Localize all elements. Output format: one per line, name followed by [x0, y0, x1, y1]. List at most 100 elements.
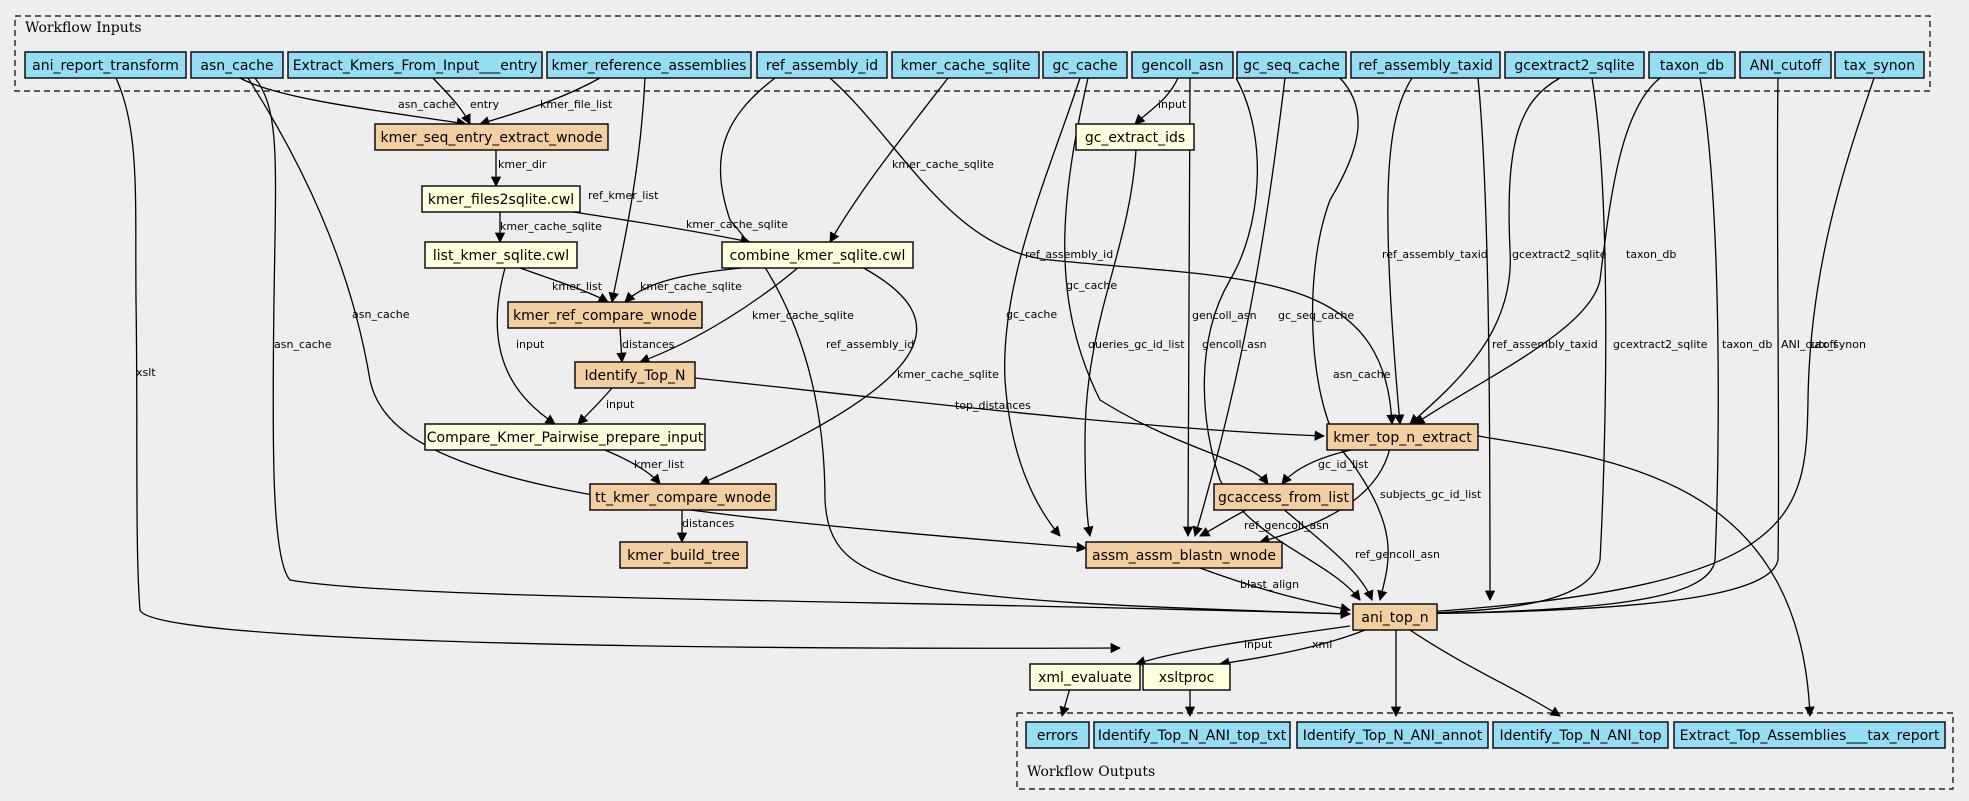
node-label: combine_kmer_sqlite.cwl	[730, 248, 906, 264]
node-ani-top-n[interactable]: ani_top_n	[1352, 603, 1438, 631]
node-kmer-reference-assemblies[interactable]: kmer_reference_assemblies	[546, 51, 752, 79]
node-ref-assembly-id[interactable]: ref_assembly_id	[756, 51, 888, 79]
workflow-outputs-label: Workflow Outputs	[1027, 764, 1155, 780]
edge-label: gc_id_list	[1318, 458, 1369, 471]
edge-label: kmer_list	[552, 280, 603, 293]
edge-gencoll-gc-extract	[1134, 77, 1179, 125]
node-box	[1131, 51, 1234, 79]
node-box	[1350, 51, 1501, 79]
node-gcextract2-sqlite[interactable]: gcextract2_sqlite	[1504, 51, 1645, 79]
edge-xslt	[115, 77, 1122, 654]
edge-asn-cache-seq-entry	[239, 77, 468, 128]
edge-ref-taxid-topn	[1387, 77, 1413, 426]
edge-ref-assembly-id-ani	[719, 77, 1352, 619]
node-taxon-db[interactable]: taxon_db	[1648, 51, 1736, 79]
node-extract-kmers-entry[interactable]: Extract_Kmers_From_Input___entry	[287, 51, 543, 79]
node-box	[1093, 721, 1291, 749]
node-out-ani-annot[interactable]: Identify_Top_N_ANI_annot	[1296, 721, 1489, 749]
node-box	[1739, 51, 1832, 79]
edge-label: top_distances	[955, 399, 1031, 412]
node-list-kmer-sqlite[interactable]: list_kmer_sqlite.cwl	[424, 241, 578, 269]
node-box	[1504, 51, 1645, 79]
node-kmer-cache-sqlite[interactable]: kmer_cache_sqlite	[891, 51, 1040, 79]
edge-ref-assembly-id-topn	[829, 77, 1397, 426]
edge-label: ref_assembly_taxid	[1492, 338, 1598, 351]
node-combine-kmer-sqlite[interactable]: combine_kmer_sqlite.cwl	[721, 241, 914, 269]
node-label: tax_synon	[1844, 58, 1915, 74]
edge-label: gc_cache	[1066, 279, 1117, 292]
node-box	[1648, 51, 1736, 79]
node-box	[619, 541, 748, 569]
edge-label: ref_assembly_id	[1025, 248, 1113, 261]
node-gc-cache[interactable]: gc_cache	[1042, 51, 1128, 79]
node-ani-report-transform[interactable]: ani_report_transform	[24, 51, 187, 79]
node-label: ref_assembly_taxid	[1358, 58, 1493, 74]
node-box	[287, 51, 543, 79]
node-box	[1296, 721, 1489, 749]
node-label: Extract_Top_Assemblies___tax_report	[1680, 728, 1940, 744]
node-label: gc_extract_ids	[1085, 130, 1185, 146]
edge-label: asn_cache	[274, 338, 332, 351]
node-ani-cutoff[interactable]: ANI_cutoff	[1739, 51, 1832, 79]
edge-gcextract-ani	[1393, 77, 1607, 620]
node-label: kmer_ref_compare_wnode	[513, 308, 697, 324]
edge-label: distances	[682, 517, 735, 530]
edge-label: kmer_cache_sqlite	[686, 218, 788, 231]
node-compare-kmer-pairwise[interactable]: Compare_Kmer_Pairwise_prepare_input	[424, 423, 706, 451]
node-ref-assembly-taxid[interactable]: ref_assembly_taxid	[1350, 51, 1501, 79]
node-box	[1326, 423, 1479, 451]
edge-label: kmer_cache_sqlite	[640, 280, 742, 293]
edge-label: gc_cache	[1006, 308, 1057, 321]
edge-kmer-cache-sqlite-combine	[829, 77, 949, 243]
node-errors[interactable]: errors	[1025, 721, 1090, 749]
edge-label: gencoll_asn	[1192, 309, 1257, 322]
edge-label: input	[1244, 638, 1273, 651]
node-gcaccess-from-list[interactable]: gcaccess_from_list	[1213, 483, 1354, 511]
node-tt-kmer-compare-wnode[interactable]: tt_kmer_compare_wnode	[589, 483, 777, 511]
node-box	[507, 301, 703, 329]
edge-label: queries_gc_id_list	[1088, 338, 1185, 351]
edge-label: kmer_cache_sqlite	[752, 309, 854, 322]
edge-ref-gencoll-2	[1281, 507, 1374, 601]
edge-label: asn_cache	[1333, 368, 1391, 381]
node-label: Identify_Top_N	[585, 368, 686, 384]
node-xml-evaluate[interactable]: xml_evaluate	[1029, 663, 1141, 691]
node-kmer-seq-entry-extract-wnode[interactable]: kmer_seq_entry_extract_wnode	[374, 123, 609, 151]
node-identify-top-n[interactable]: Identify_Top_N	[574, 361, 696, 389]
node-box	[1075, 123, 1195, 151]
node-kmer-files2sqlite[interactable]: kmer_files2sqlite.cwl	[421, 185, 581, 213]
edge-label: ANI_cutoff	[1781, 338, 1838, 351]
node-tax-synon[interactable]: tax_synon	[1834, 51, 1925, 79]
edge-asn-cache-assm	[247, 77, 1088, 553]
node-label: kmer_build_tree	[627, 548, 740, 564]
edge-kmer-list-2	[599, 447, 661, 485]
edge-taxon-ani	[1393, 77, 1719, 620]
node-gencoll-asn[interactable]: gencoll_asn	[1131, 51, 1234, 79]
node-assm-assm-blastn-wnode[interactable]: assm_assm_blastn_wnode	[1085, 541, 1283, 569]
node-label: gencoll_asn	[1141, 58, 1223, 74]
node-asn-cache[interactable]: asn_cache	[190, 51, 284, 79]
node-box	[24, 51, 187, 79]
edge-label: taxon_db	[1626, 248, 1676, 261]
node-out-ani-top[interactable]: Identify_Top_N_ANI_top	[1492, 721, 1669, 749]
edge-label: distances	[622, 338, 675, 351]
edge-kmer-file-list	[479, 77, 601, 127]
node-kmer-top-n-extract[interactable]: kmer_top_n_extract	[1326, 423, 1479, 451]
node-kmer-build-tree[interactable]: kmer_build_tree	[619, 541, 748, 569]
node-out-ani-top-txt[interactable]: Identify_Top_N_ANI_top_txt	[1093, 721, 1291, 749]
edge-files2sqlite-combine	[559, 209, 752, 246]
node-xsltproc[interactable]: xsltproc	[1142, 663, 1231, 691]
node-kmer-ref-compare-wnode[interactable]: kmer_ref_compare_wnode	[507, 301, 703, 329]
node-out-tax-report[interactable]: Extract_Top_Assemblies___tax_report	[1673, 721, 1946, 749]
node-box	[1834, 51, 1925, 79]
edge-distances-1	[616, 327, 627, 364]
node-label: errors	[1037, 728, 1078, 744]
node-gc-seq-cache[interactable]: gc_seq_cache	[1236, 51, 1347, 79]
node-gc-extract-ids[interactable]: gc_extract_ids	[1075, 123, 1195, 151]
edge-label: gcextract2_sqlite	[1512, 248, 1607, 261]
node-box	[1085, 541, 1283, 569]
edge-label: tax_synon	[1810, 338, 1866, 351]
edge-tax-synon	[1393, 77, 1875, 619]
edge-gcextract-topn	[1409, 77, 1561, 425]
edge-label: kmer_cache_sqlite	[897, 368, 999, 381]
